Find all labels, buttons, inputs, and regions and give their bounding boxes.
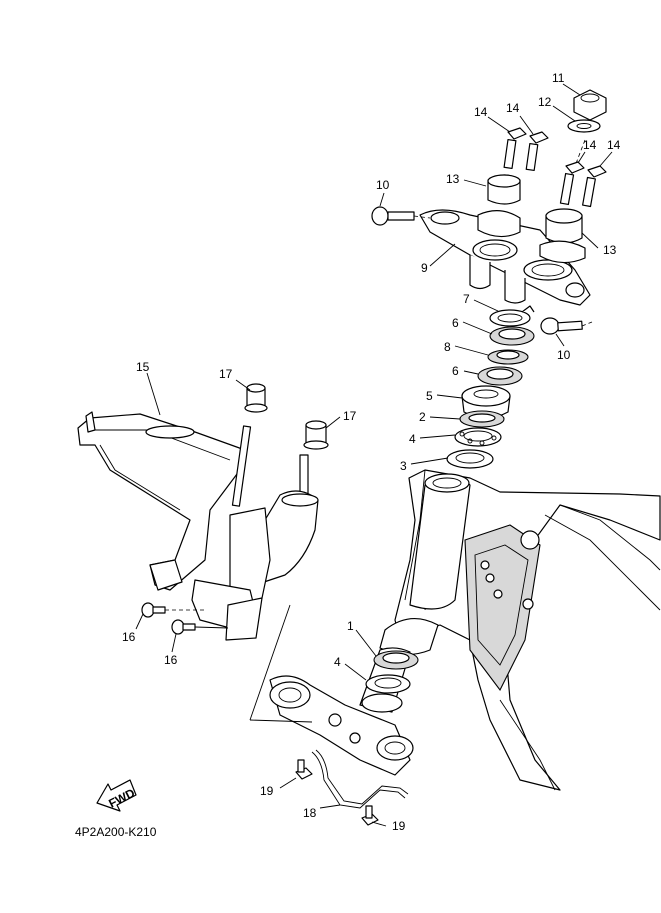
callout-13-upper: 13 bbox=[446, 172, 460, 186]
bolt-16-b bbox=[171, 619, 196, 635]
callout-10-left: 10 bbox=[376, 178, 390, 192]
bolt-19-lower bbox=[361, 805, 379, 826]
callout-11: 11 bbox=[552, 71, 565, 85]
bolt-14-d bbox=[582, 165, 607, 208]
callout-6-lower: 6 bbox=[452, 364, 459, 378]
callout-8: 8 bbox=[444, 340, 451, 354]
hose-guide bbox=[311, 749, 409, 809]
callout-10-right: 10 bbox=[557, 348, 571, 362]
callout-16-b: 16 bbox=[164, 653, 178, 667]
handlebar-holder-lower bbox=[539, 208, 586, 264]
bolt-14-c bbox=[559, 161, 585, 206]
callout-13-lower: 13 bbox=[603, 243, 617, 257]
bearing-race-upper bbox=[459, 410, 505, 428]
ring-nut-upper bbox=[489, 326, 535, 346]
diagram-code: 4P2A200-K210 bbox=[75, 825, 157, 839]
callout-14-d: 14 bbox=[607, 138, 621, 152]
handlebar-holder-upper bbox=[477, 174, 521, 238]
callout-19-upper: 19 bbox=[260, 784, 274, 798]
callout-17-left: 17 bbox=[219, 367, 233, 381]
ball-bearing-upper bbox=[454, 427, 502, 447]
frame bbox=[379, 469, 661, 791]
bearing-race-lower bbox=[446, 449, 494, 469]
callout-1: 1 bbox=[347, 619, 354, 633]
steering-stem-bearing-lower bbox=[365, 674, 411, 694]
callout-2: 2 bbox=[419, 410, 426, 424]
bolt-19-upper bbox=[295, 759, 313, 780]
bolt-14-a bbox=[503, 127, 527, 170]
bearing-cover bbox=[461, 385, 511, 419]
callout-4-upper: 4 bbox=[409, 432, 416, 446]
callout-3: 3 bbox=[400, 459, 407, 473]
callout-17-right: 17 bbox=[343, 409, 357, 423]
rubber-washer bbox=[487, 349, 529, 365]
collar-17-left bbox=[244, 383, 268, 413]
callout-19-lower: 19 bbox=[392, 819, 406, 833]
callout-18: 18 bbox=[303, 806, 317, 820]
ring-nut-lower bbox=[477, 366, 523, 386]
callout-14-c: 14 bbox=[583, 138, 597, 152]
callout-15: 15 bbox=[136, 360, 150, 374]
washer bbox=[567, 119, 601, 133]
callout-7: 7 bbox=[463, 292, 470, 306]
headlight-stay bbox=[77, 411, 319, 641]
leader-lines bbox=[135, 83, 613, 827]
callout-4-lower: 4 bbox=[334, 655, 341, 669]
steering-stem-bearing-upper bbox=[373, 650, 419, 670]
collar-17-right bbox=[303, 420, 329, 450]
callout-14-b: 14 bbox=[506, 101, 520, 115]
bolt-16-a bbox=[141, 602, 166, 618]
fwd-arrow-icon: FWD bbox=[96, 779, 137, 812]
callout-14-a: 14 bbox=[474, 105, 488, 119]
bolt-14-b bbox=[525, 131, 549, 172]
callout-16-a: 16 bbox=[122, 630, 136, 644]
callout-5: 5 bbox=[426, 389, 433, 403]
callout-labels: 11 12 14 14 14 14 13 10 13 9 7 10 6 8 6 … bbox=[122, 71, 621, 833]
lock-washer bbox=[489, 305, 535, 327]
callout-12: 12 bbox=[538, 95, 552, 109]
bolt-10-left bbox=[371, 206, 415, 226]
upper-bracket bbox=[419, 209, 591, 306]
callout-9: 9 bbox=[421, 261, 428, 275]
steering-stem-nut bbox=[573, 89, 607, 121]
callout-6-upper: 6 bbox=[452, 316, 459, 330]
bolt-10-right bbox=[540, 317, 583, 335]
